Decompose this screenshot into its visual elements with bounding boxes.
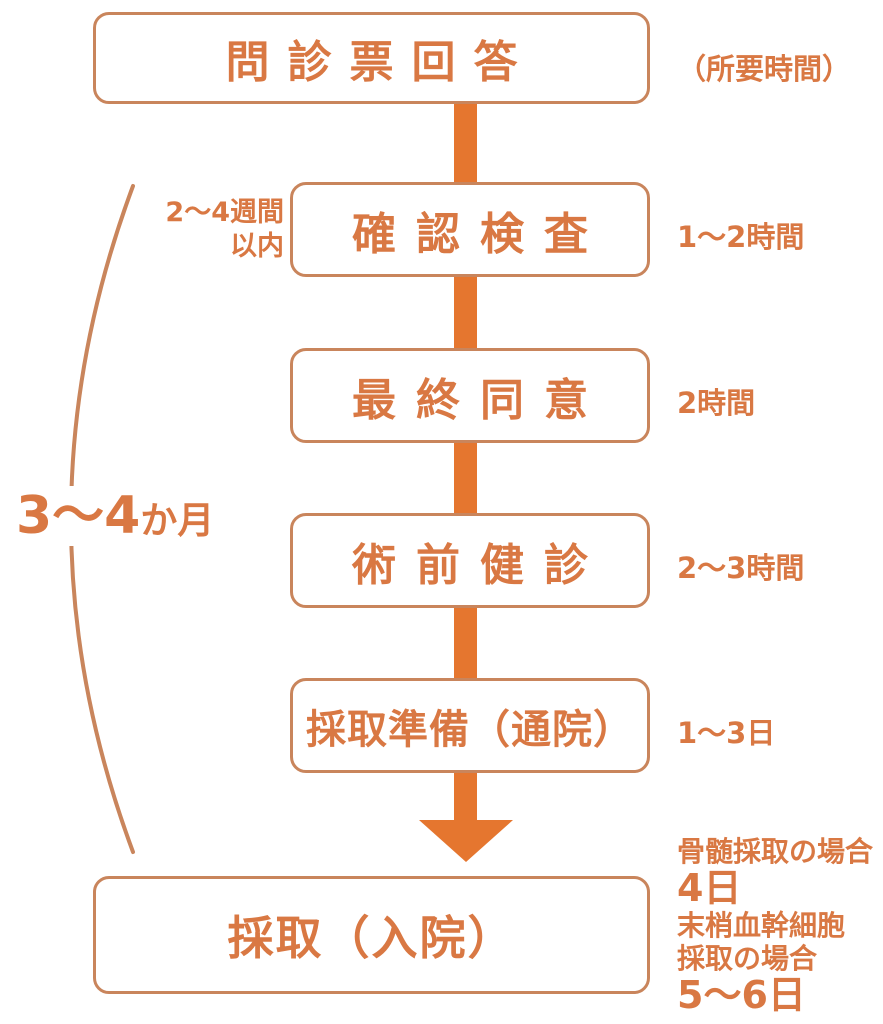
step-confirmation-test: 確認検査 — [290, 182, 650, 277]
duration-note-line: 骨髄採取の場合 — [677, 835, 874, 868]
duration-header: （所要時間） — [677, 52, 852, 86]
flow-connector — [454, 441, 477, 517]
duration-note: 2〜3時間 — [677, 551, 805, 585]
duration-note: 2時間 — [677, 386, 756, 420]
flow-connector — [454, 771, 477, 822]
interval-note: 2〜4週間 以内 — [140, 196, 284, 264]
duration-note-line: 採取の場合 — [677, 941, 818, 975]
flow-connector — [454, 606, 477, 682]
flow-connector — [454, 104, 477, 186]
total-duration-unit: か月 — [140, 499, 215, 542]
total-duration-label: 3〜4か月 — [12, 486, 221, 546]
duration-note-line: 4日 — [677, 866, 742, 911]
duration-note-line: 末梢血幹細胞 — [677, 909, 846, 943]
step-collection-prep: 採取準備（通院） — [290, 678, 650, 773]
duration-note: 1〜3日 — [677, 716, 776, 750]
interval-note-line: 2〜4週間 — [165, 197, 284, 228]
down-arrow-icon — [419, 820, 513, 862]
total-duration-number: 3〜4 — [16, 486, 141, 546]
step-collection-hospitalization: 採取（入院） — [93, 876, 650, 994]
step-preop-checkup: 術前健診 — [290, 513, 650, 608]
step-questionnaire: 問診票回答 — [93, 12, 650, 104]
duration-note-line: 5〜6日 — [677, 973, 806, 1018]
duration-note-final: 骨髄採取の場合 4日 末梢血幹細胞 採取の場合 5〜6日 — [677, 835, 874, 1018]
step-final-consent: 最終同意 — [290, 348, 650, 443]
flow-connector — [454, 275, 477, 352]
interval-note-line: 以内 — [230, 230, 284, 262]
duration-note: 1〜2時間 — [677, 220, 805, 254]
